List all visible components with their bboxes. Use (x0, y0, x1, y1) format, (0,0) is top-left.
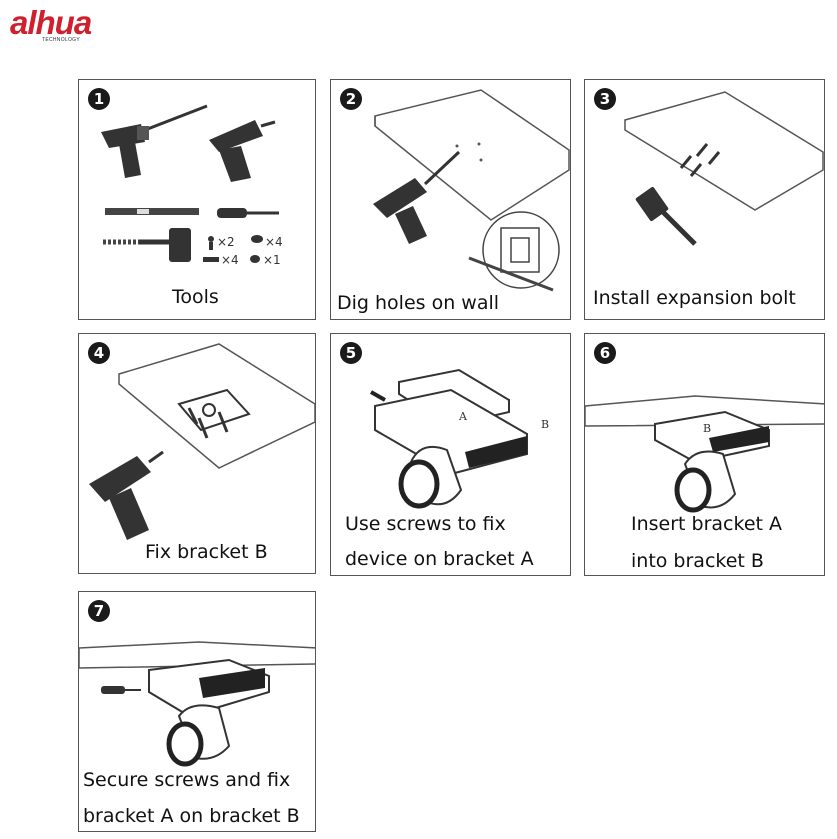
camera-lens-icon (677, 452, 735, 510)
dahua-logo: alhua TECHNOLOGY (10, 4, 130, 46)
label-b: B (703, 422, 711, 435)
level-icon (105, 208, 199, 215)
brand-sub: TECHNOLOGY (42, 37, 80, 43)
step-number: 1 (88, 88, 110, 110)
drilling-illustration (331, 80, 571, 320)
screw-count: ×2 (217, 235, 235, 249)
step-caption-line-1: Secure screws and fix (83, 768, 290, 792)
step-caption: Dig holes on wall (337, 291, 499, 315)
drill-icon (373, 152, 459, 244)
step-1-panel: 1 (78, 79, 316, 320)
arrow-icon (371, 392, 385, 400)
anchor-icon (251, 235, 263, 243)
step-caption-line-2: into bracket B (631, 549, 764, 573)
step-caption-line-2: device on bracket A (345, 547, 534, 571)
electric-screwdriver-icon (209, 120, 275, 182)
bolt-count: ×4 (221, 253, 239, 267)
step-caption: Fix bracket B (145, 540, 268, 564)
secure-screws-illustration (79, 592, 316, 832)
label-b: B (541, 418, 549, 431)
camera-lens-icon (169, 705, 229, 764)
key-count: ×1 (263, 253, 281, 267)
anchor-count: ×4 (265, 235, 283, 249)
step-caption: Tools (172, 285, 219, 309)
hex-key-icon (250, 255, 260, 263)
step-caption: Install expansion bolt (593, 286, 796, 310)
electric-screwdriver-icon (89, 452, 163, 540)
step-number: 3 (594, 88, 616, 110)
step-2-panel: 2 Dig holes on wall (330, 79, 571, 320)
screw-icon (208, 236, 214, 250)
step-7-panel: 7 Secure screws and fix bracket A on bra… (78, 591, 316, 832)
screwdriver-icon (101, 686, 141, 694)
step-4-panel: 4 Fix bracket B (78, 333, 316, 574)
screwdriver-icon (217, 208, 279, 218)
expansion-bolt-illustration (585, 80, 825, 320)
step-number: 4 (88, 342, 110, 364)
step-number: 6 (594, 342, 616, 364)
step-5-panel: 5 A B Use screws to fix device on bracke… (330, 333, 571, 576)
step-caption-line-1: Insert bracket A (631, 512, 782, 536)
step-6-panel: 6 B Insert bracket A into bracket B (584, 333, 825, 576)
step-3-panel: 3 Install expansion bolt (584, 79, 825, 320)
insert-bracket-illustration: B (585, 334, 825, 576)
bracket-template-icon (469, 212, 559, 290)
tools-illustration: ×2 ×4 ×4 ×1 (79, 80, 316, 320)
drill-icon (101, 106, 207, 178)
fix-bracket-illustration (79, 334, 316, 574)
step-number: 2 (340, 88, 362, 110)
camera-mount-illustration: A B (331, 334, 571, 576)
step-number: 5 (340, 342, 362, 364)
step-caption-line-2: bracket A on bracket B (83, 804, 300, 828)
mallet-icon (635, 186, 695, 244)
label-a: A (458, 410, 468, 423)
bolt-icon (203, 257, 219, 262)
hammer-icon (103, 228, 191, 262)
step-caption-line-1: Use screws to fix (345, 512, 506, 536)
step-number: 7 (88, 600, 110, 622)
